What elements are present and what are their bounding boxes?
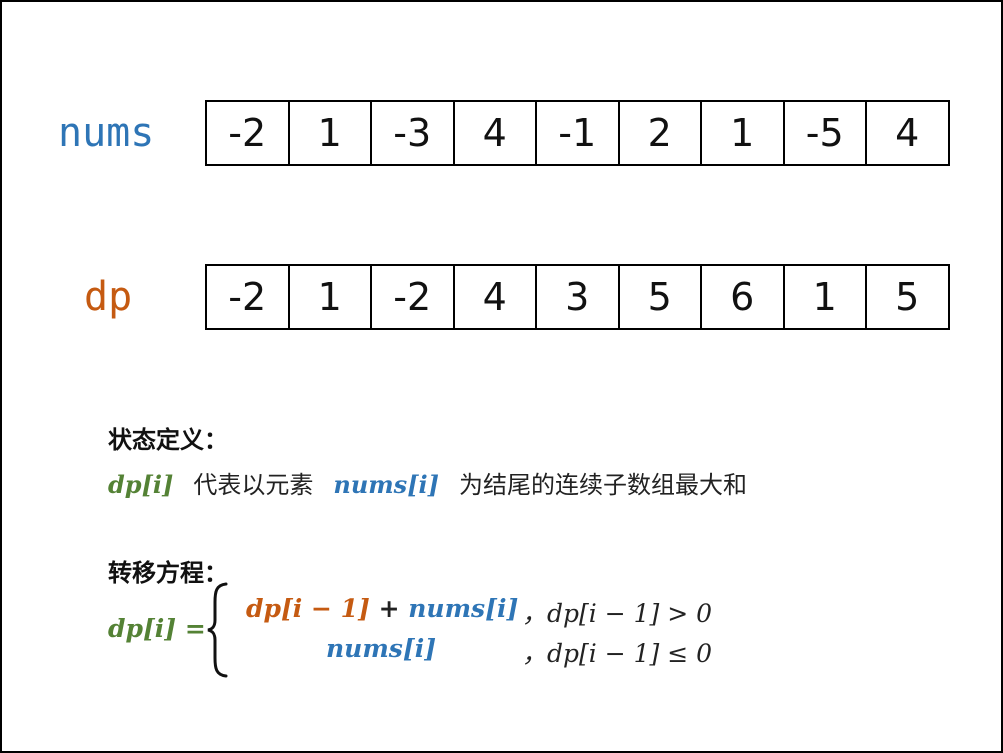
case-2-condition: ，dp[i − 1] ≤ 0	[522, 639, 713, 668]
nums-cell: 4	[455, 102, 537, 164]
plus-sign: +	[369, 594, 409, 623]
case-2-expression: nums[i]	[326, 634, 437, 663]
dp-cell: 5	[620, 266, 702, 328]
nums-cell: -1	[537, 102, 620, 164]
nums-cell: 2	[620, 102, 702, 164]
dp-cell: -2	[372, 266, 455, 328]
nums-cell: -3	[372, 102, 455, 164]
case-1-condition: ，dp[i − 1] > 0	[522, 599, 713, 628]
dp-prev-term: dp[i − 1]	[246, 594, 370, 623]
dp-cell: 6	[702, 266, 785, 328]
case-1-nums-term: nums[i]	[408, 594, 519, 623]
definition-text-1: 代表以元素	[193, 471, 314, 499]
nums-i-term: nums[i]	[333, 470, 440, 499]
nums-cell: -5	[785, 102, 867, 164]
nums-cell: 1	[702, 102, 785, 164]
transition-heading: 转移方程：	[108, 559, 228, 587]
state-definition-heading: 状态定义：	[108, 426, 228, 454]
dp-cell: 1	[785, 266, 867, 328]
left-brace-icon	[207, 582, 228, 678]
nums-array: -2 1 -3 4 -1 2 1 -5 4	[205, 100, 950, 166]
dp-cell: 4	[455, 266, 537, 328]
state-definition-line: dp[i] 代表以元素 nums[i] 为结尾的连续子数组最大和	[108, 465, 747, 500]
dp-cell: 5	[867, 266, 950, 328]
nums-cell: -2	[207, 102, 290, 164]
equation-lhs: dp[i] =	[108, 614, 206, 643]
nums-label: nums	[58, 110, 155, 156]
nums-cell: 1	[290, 102, 372, 164]
dp-i-term: dp[i]	[108, 470, 174, 499]
dp-cell: 3	[537, 266, 620, 328]
dp-cell: 1	[290, 266, 372, 328]
definition-text-2: 为结尾的连续子数组最大和	[459, 471, 748, 499]
dp-cell: -2	[207, 266, 290, 328]
case-1-expression: dp[i − 1] + nums[i]	[246, 594, 518, 623]
nums-cell: 4	[867, 102, 950, 164]
dp-array: -2 1 -2 4 3 5 6 1 5	[205, 264, 950, 330]
dp-label: dp	[84, 274, 133, 320]
